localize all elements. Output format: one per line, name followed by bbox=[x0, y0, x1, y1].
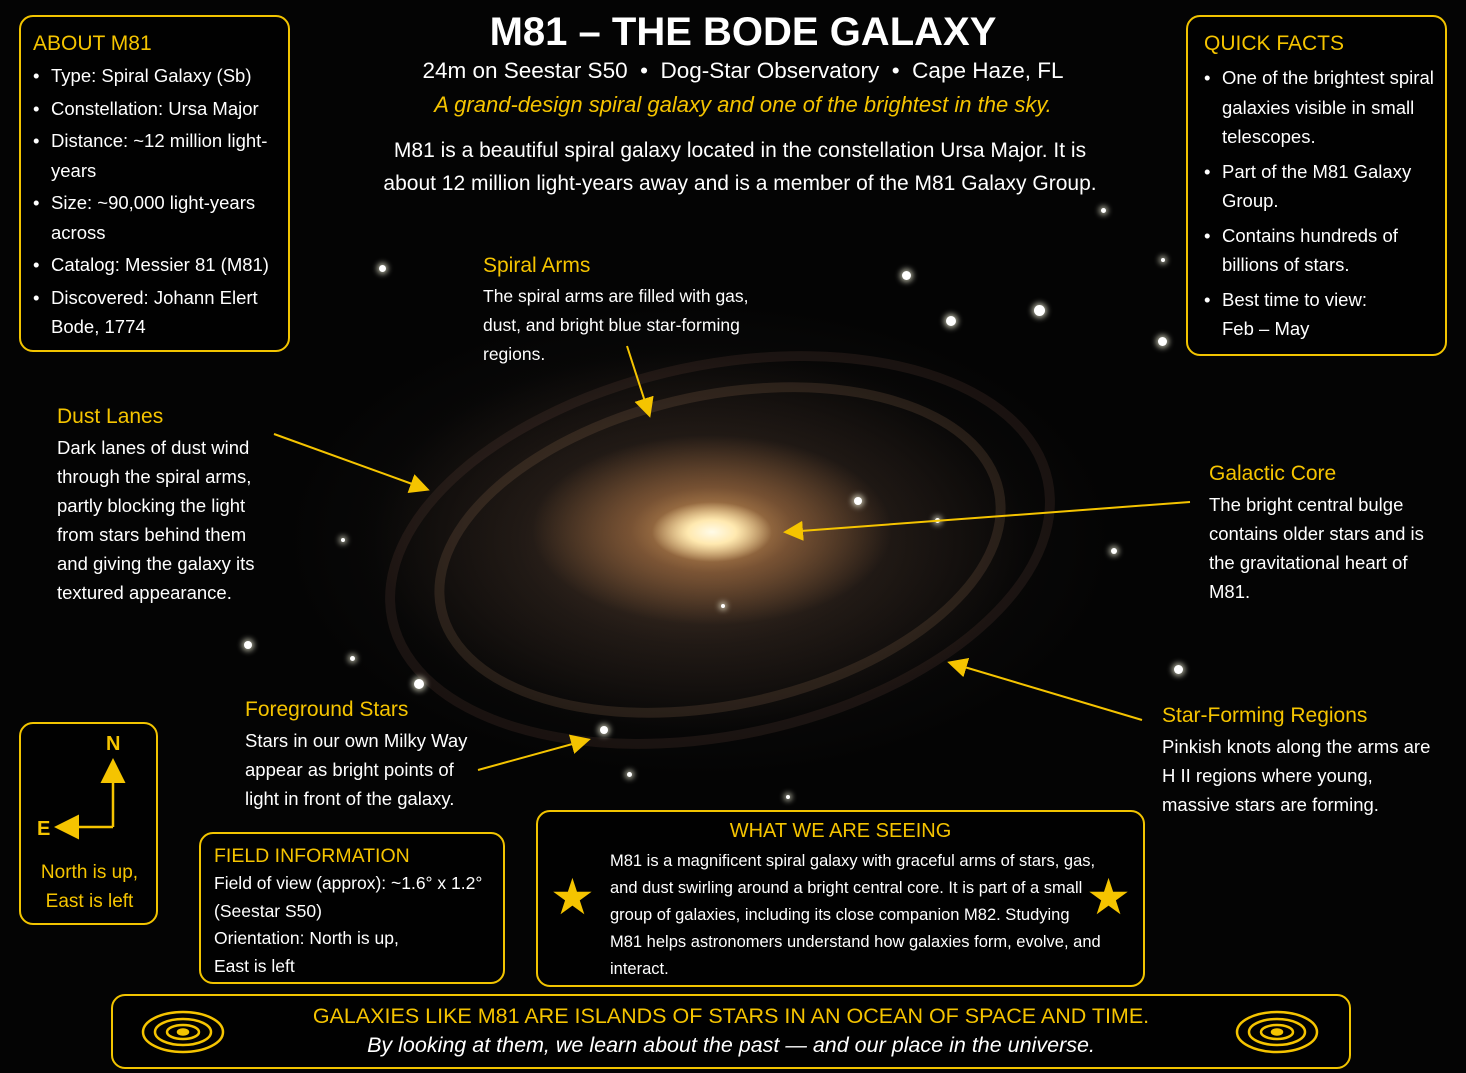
star bbox=[854, 497, 862, 505]
star-icon: ★ bbox=[550, 869, 595, 925]
field-info-orientation: Orientation: North is up, bbox=[214, 928, 399, 948]
star bbox=[414, 679, 424, 689]
list-item: Best time to view: Feb – May bbox=[1204, 285, 1435, 344]
star bbox=[379, 265, 386, 272]
foreground-stars-text: Stars in our own Milky Way appear as bri… bbox=[245, 730, 468, 809]
compass-east-label: E bbox=[37, 818, 51, 840]
about-list: Type: Spiral Galaxy (Sb) Constellation: … bbox=[33, 61, 278, 342]
footer-headline: GALAXIES LIKE M81 ARE ISLANDS OF STARS I… bbox=[312, 1004, 1150, 1028]
star bbox=[244, 641, 252, 649]
page-subtitle: 24m on Seestar S50 • Dog-Star Observator… bbox=[422, 58, 1064, 83]
field-info-fov: Field of view (approx): ~1.6° x 1.2° bbox=[214, 873, 483, 893]
star bbox=[1174, 665, 1183, 674]
star bbox=[946, 316, 956, 326]
field-info-title: FIELD INFORMATION bbox=[214, 845, 410, 867]
list-item: Distance: ~12 million light-years bbox=[33, 126, 278, 185]
star bbox=[721, 604, 725, 608]
list-item: One of the brightest spiral galaxies vis… bbox=[1204, 63, 1435, 152]
list-item: Size: ~90,000 light-years across bbox=[33, 188, 278, 247]
dust-lanes-arrow bbox=[273, 433, 430, 493]
header: M81 – THE BODE GALAXY 24m on Seestar S50… bbox=[300, 8, 1186, 122]
star-forming-text: Pinkish knots along the arms are H II re… bbox=[1162, 736, 1431, 815]
footer-tagline: By looking at them, we learn about the p… bbox=[367, 1033, 1095, 1057]
list-item: Catalog: Messier 81 (M81) bbox=[33, 250, 278, 280]
list-item: Contains hundreds of billions of stars. bbox=[1204, 221, 1435, 280]
dust-lanes-annotation: Dust Lanes Dark lanes of dust wind throu… bbox=[57, 404, 277, 607]
galactic-core-text: The bright central bulge contains older … bbox=[1209, 494, 1424, 602]
what-we-see-panel: WHAT WE ARE SEEING ★ ★ M81 is a magnific… bbox=[536, 810, 1145, 987]
spiral-galaxy-icon bbox=[1235, 1010, 1319, 1054]
dust-lanes-title: Dust Lanes bbox=[57, 405, 164, 428]
compass-north-label: N bbox=[106, 733, 121, 755]
star-forming-annotation: Star-Forming Regions Pinkish knots along… bbox=[1162, 703, 1432, 819]
galactic-core-annotation: Galactic Core The bright central bulge c… bbox=[1209, 461, 1429, 606]
list-item: Discovered: Johann Elert Bode, 1774 bbox=[33, 283, 278, 342]
star bbox=[627, 772, 632, 777]
star bbox=[1034, 305, 1045, 316]
tagline: A grand-design spiral galaxy and one of … bbox=[434, 92, 1052, 117]
quick-facts-title: QUICK FACTS bbox=[1204, 32, 1345, 55]
galactic-core-arrow bbox=[783, 501, 1191, 541]
star bbox=[1158, 337, 1167, 346]
foreground-stars-title: Foreground Stars bbox=[245, 698, 409, 721]
quick-facts-panel: QUICK FACTS One of the brightest spiral … bbox=[1186, 15, 1447, 356]
field-info-panel: FIELD INFORMATION Field of view (approx)… bbox=[199, 832, 505, 984]
footer-banner: GALAXIES LIKE M81 ARE ISLANDS OF STARS I… bbox=[111, 994, 1351, 1069]
spiral-arms-annotation: Spiral Arms The spiral arms are filled w… bbox=[483, 253, 783, 369]
about-panel: ABOUT M81 Type: Spiral Galaxy (Sb) Const… bbox=[19, 15, 290, 352]
list-item: Part of the M81 Galaxy Group. bbox=[1204, 157, 1435, 216]
dust-lanes-text: Dark lanes of dust wind through the spir… bbox=[57, 437, 255, 603]
list-item: Constellation: Ursa Major bbox=[33, 94, 278, 124]
foreground-stars-annotation: Foreground Stars Stars in our own Milky … bbox=[245, 697, 485, 813]
star-forming-title: Star-Forming Regions bbox=[1162, 704, 1368, 727]
spiral-arms-arrow bbox=[626, 345, 654, 418]
star-forming-arrow bbox=[947, 657, 1143, 721]
foreground-stars-arrow bbox=[477, 734, 591, 771]
intro-text: M81 is a beautiful spiral galaxy located… bbox=[383, 139, 1097, 195]
star bbox=[1101, 208, 1106, 213]
star bbox=[902, 271, 911, 280]
star bbox=[786, 795, 790, 799]
about-title: ABOUT M81 bbox=[33, 32, 152, 55]
star bbox=[1111, 548, 1117, 554]
what-we-see-text: M81 is a magnificent spiral galaxy with … bbox=[610, 852, 1101, 978]
compass-panel: N E North is up, East is left bbox=[19, 722, 158, 925]
star bbox=[1161, 258, 1165, 262]
field-info-instrument: (Seestar S50) bbox=[214, 900, 322, 921]
list-item: Type: Spiral Galaxy (Sb) bbox=[33, 61, 278, 91]
star-icon: ★ bbox=[1086, 869, 1131, 925]
spiral-arms-text: The spiral arms are filled with gas, dus… bbox=[483, 286, 749, 364]
galactic-core-title: Galactic Core bbox=[1209, 462, 1337, 485]
field-info-orientation-2: East is left bbox=[214, 955, 295, 976]
spiral-arms-title: Spiral Arms bbox=[483, 254, 591, 277]
star bbox=[600, 726, 608, 734]
spiral-galaxy-icon bbox=[141, 1010, 225, 1054]
star bbox=[341, 538, 345, 542]
what-we-see-title: WHAT WE ARE SEEING bbox=[729, 820, 952, 842]
compass-caption: North is up, East is left bbox=[40, 862, 139, 912]
compass-arrows-icon bbox=[54, 758, 126, 840]
quick-facts-list: One of the brightest spiral galaxies vis… bbox=[1204, 63, 1435, 344]
page-title: M81 – THE BODE GALAXY bbox=[489, 10, 997, 54]
star bbox=[350, 656, 355, 661]
